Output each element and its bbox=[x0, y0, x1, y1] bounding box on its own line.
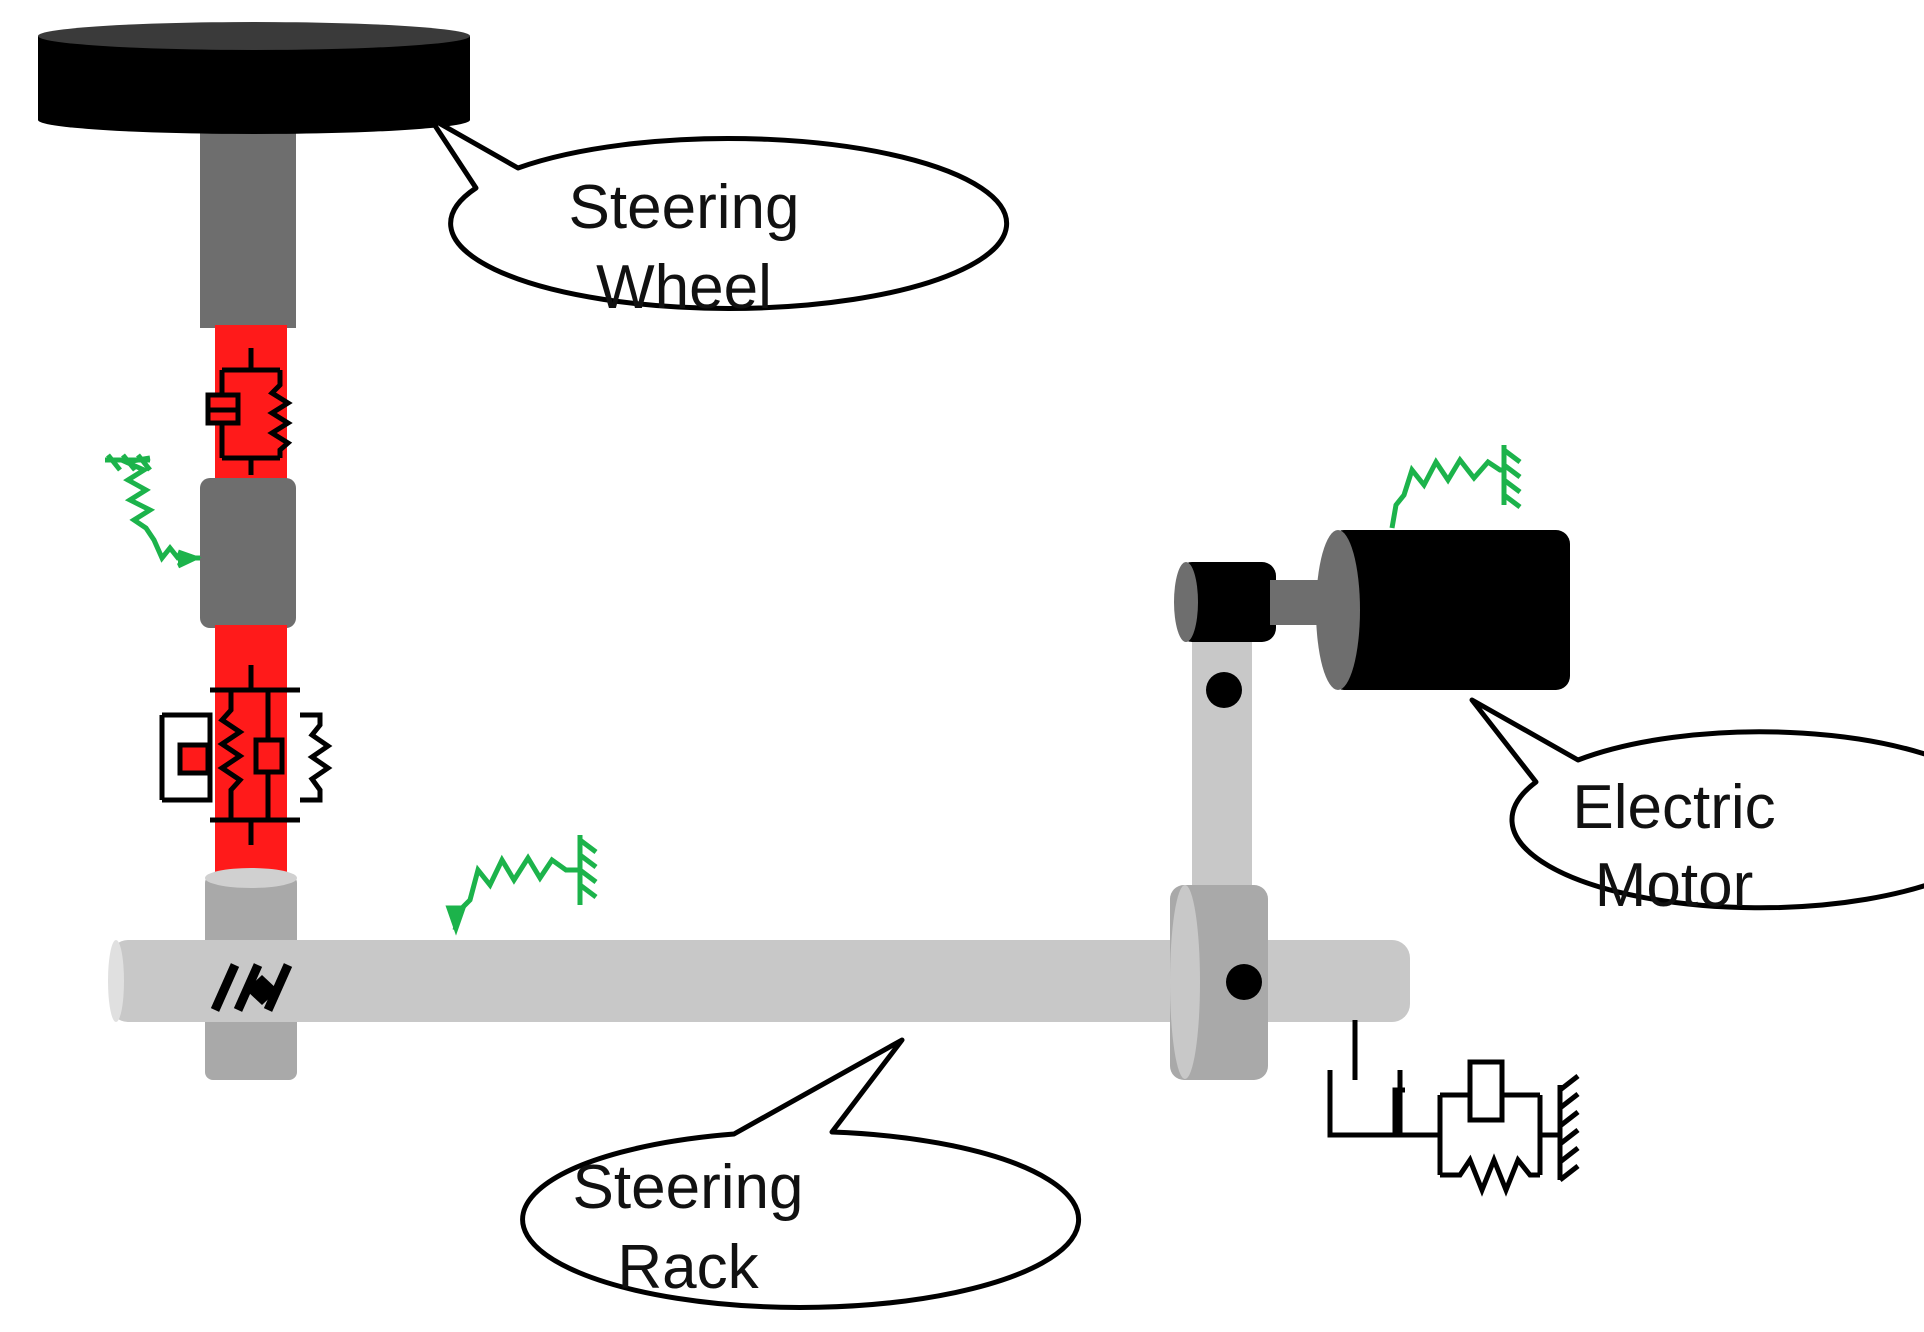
friction-spring-icon bbox=[105, 453, 202, 569]
ground-damper-spring-icon bbox=[1327, 1020, 1563, 1197]
steering-rack bbox=[108, 940, 1410, 1022]
motor-body bbox=[1330, 530, 1570, 690]
electric-motor bbox=[1174, 530, 1570, 690]
rack-pinion-mesh-icon bbox=[210, 963, 293, 1012]
rack-bar bbox=[110, 940, 1410, 1022]
motor-coupling bbox=[1178, 562, 1276, 642]
callout-steering-rack: Steering Rack bbox=[520, 1037, 1082, 1310]
callout-label-line2: Wheel bbox=[596, 253, 772, 322]
callout-label-line2: Motor bbox=[1595, 851, 1753, 920]
ground-hatch-icon bbox=[1558, 1074, 1580, 1182]
friction-spring-icon bbox=[1389, 445, 1522, 529]
callout-electric-motor: Electric Motor bbox=[1469, 697, 1924, 920]
callout-label-line1: Steering bbox=[569, 173, 800, 242]
steering-wheel bbox=[38, 22, 470, 134]
linkage-arm bbox=[1192, 620, 1252, 930]
callout-steering-wheel: Steering Wheel bbox=[427, 115, 1010, 322]
upper-shaft bbox=[200, 100, 296, 328]
callout-label-line2: Rack bbox=[617, 1233, 759, 1302]
callout-label-line1: Steering bbox=[573, 1153, 804, 1222]
steering-column bbox=[200, 100, 297, 1080]
pivot-joint-icon bbox=[1206, 672, 1242, 708]
intermediate-shaft bbox=[200, 478, 296, 628]
motor-linkage bbox=[1170, 620, 1268, 1080]
pinion-top bbox=[205, 868, 297, 888]
pivot-joint-icon bbox=[1226, 964, 1262, 1000]
spring-damper-icon bbox=[159, 665, 333, 845]
spring-damper-icon bbox=[205, 348, 293, 475]
friction-spring-icon bbox=[445, 835, 598, 936]
callout-label-line1: Electric bbox=[1572, 773, 1775, 842]
